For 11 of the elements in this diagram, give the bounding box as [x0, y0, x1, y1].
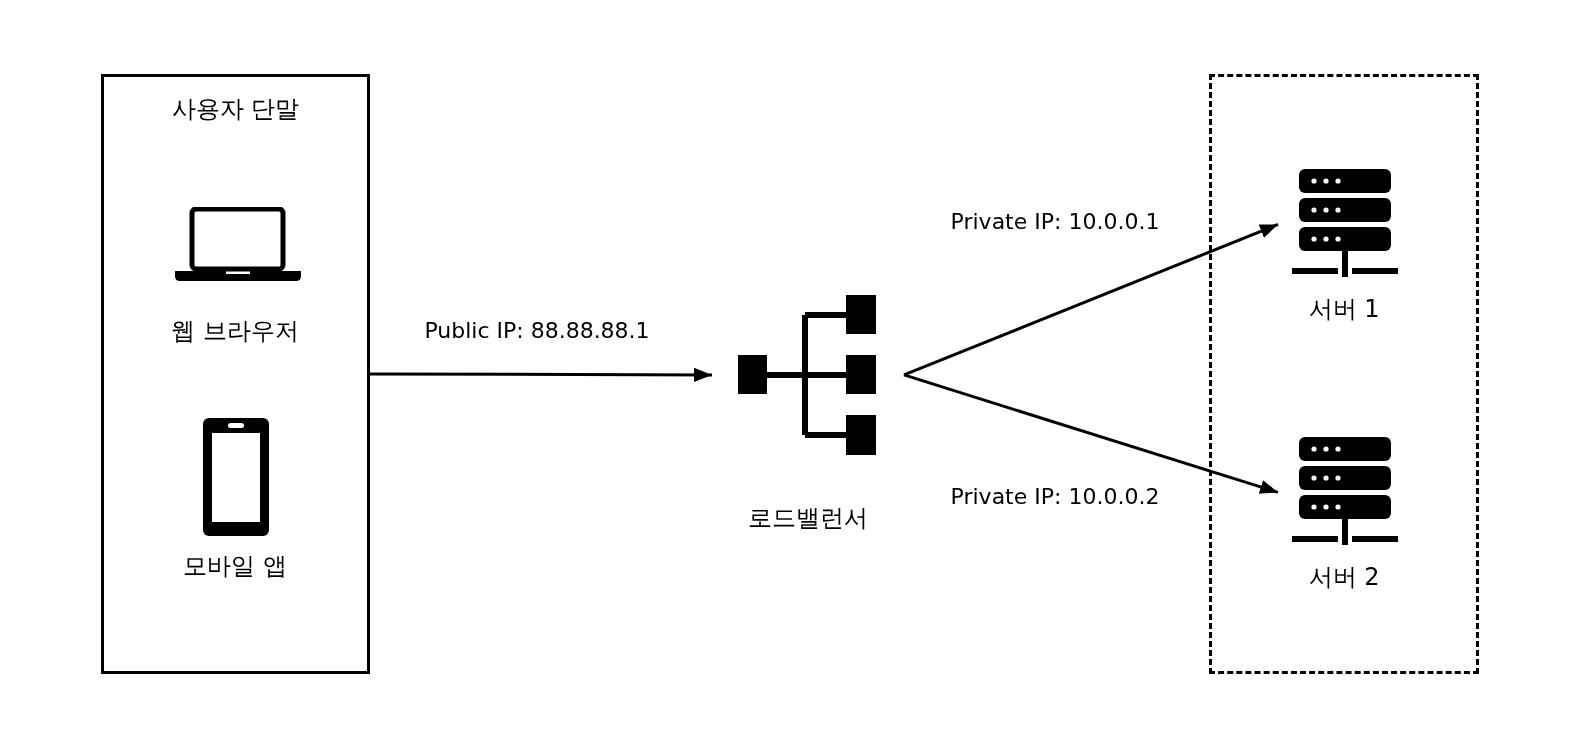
- node-label: 모바일 앱: [182, 551, 288, 582]
- server-group-box: [1209, 74, 1479, 674]
- arrow: [903, 373, 1279, 494]
- node-label: 서버 1: [1307, 294, 1381, 325]
- group-heading: 사용자 단말: [170, 94, 301, 125]
- device-group-box: [101, 74, 370, 674]
- node-label: 서버 2: [1307, 562, 1381, 593]
- arrow: [903, 223, 1279, 377]
- arrow: [370, 367, 712, 383]
- node-label: 웹 브라우저: [170, 316, 300, 347]
- node-label: 로드밸런서: [747, 503, 869, 534]
